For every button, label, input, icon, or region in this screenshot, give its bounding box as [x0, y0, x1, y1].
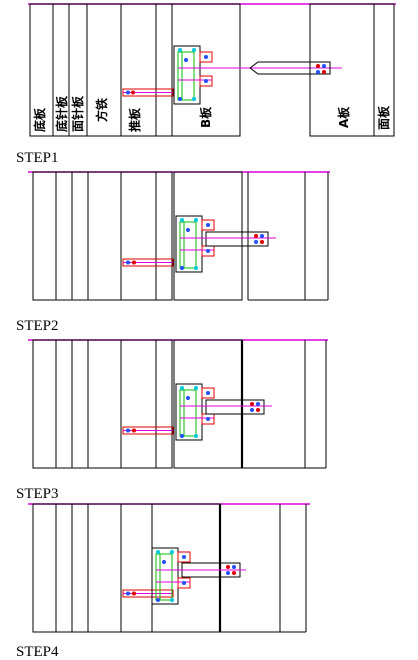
slider-core-assembly: [122, 45, 331, 105]
step-4-section: STEP4: [16, 503, 310, 660]
label-spacer-block: 方铁: [94, 98, 109, 122]
step-2-section: STEP2: [16, 171, 330, 334]
step-label-1: STEP1: [16, 150, 59, 166]
step-3-section: STEP3: [16, 339, 328, 502]
label-b-plate: B板: [198, 106, 213, 128]
plate-outlines: [32, 339, 327, 469]
plate-outlines: [29, 3, 395, 137]
label-push-plate: 推板: [127, 107, 142, 132]
step-1-section: 底板 底针板 面针板 方铁 推板 B板 A板 面板 STEP1: [16, 3, 396, 166]
slider-core-assembly: [122, 547, 246, 605]
plate-outlines: [32, 171, 329, 301]
label-top-plate: 面板: [376, 105, 391, 130]
slider-core-assembly: [122, 383, 272, 441]
label-a-plate: A板: [336, 106, 351, 128]
label-ejector-plate-2: 面针板: [70, 95, 85, 132]
step-label-3: STEP3: [16, 486, 59, 502]
label-ejector-plate-1: 底针板: [54, 95, 69, 132]
slider-core-assembly: [122, 215, 276, 273]
plate-outlines: [32, 503, 307, 633]
step-label-2: STEP2: [16, 318, 59, 334]
label-bottom-plate: 底板: [32, 107, 47, 132]
step-label-4: STEP4: [16, 644, 59, 660]
